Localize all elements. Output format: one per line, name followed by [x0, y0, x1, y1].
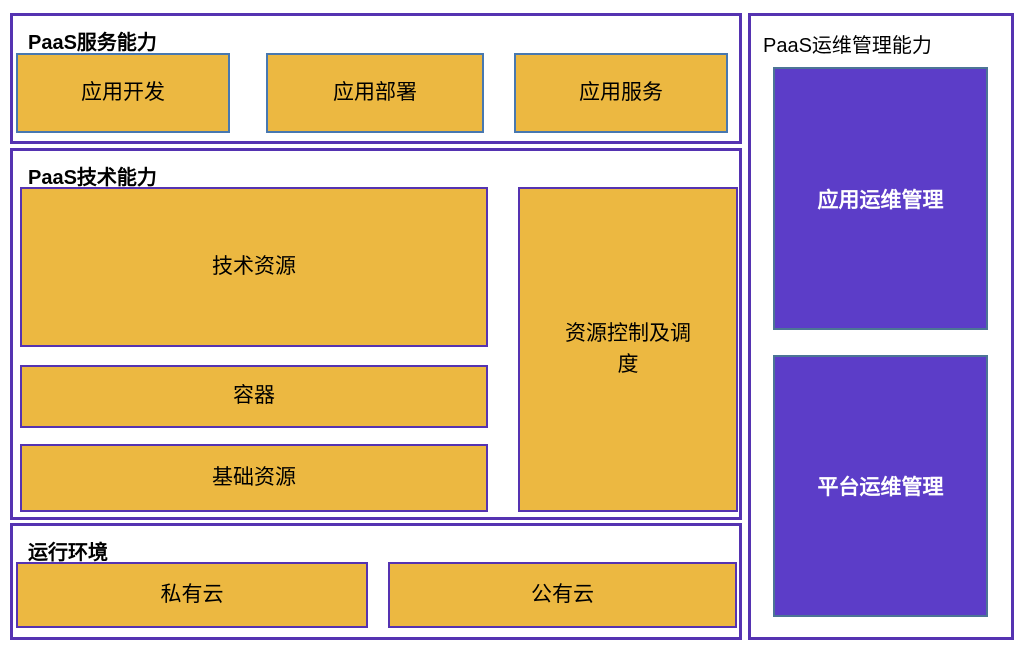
section-title-paas-ops: PaaS运维管理能力 — [763, 35, 932, 57]
box-container: 容器 — [20, 365, 488, 428]
section-title-paas-services: PaaS服务能力 — [28, 32, 157, 54]
box-tech-resources-label: 技术资源 — [212, 254, 296, 278]
box-basic-resources-label: 基础资源 — [212, 465, 296, 489]
box-basic-resources: 基础资源 — [20, 444, 488, 512]
box-tech-resources: 技术资源 — [20, 187, 488, 347]
box-platform-ops-management-label: 平台运维管理 — [817, 476, 944, 499]
box-public-cloud: 公有云 — [388, 562, 737, 628]
box-app-deployment-label: 应用部署 — [333, 80, 417, 104]
box-private-cloud-label: 私有云 — [160, 582, 224, 606]
box-platform-ops-management: 平台运维管理 — [773, 355, 988, 617]
box-app-ops-management: 应用运维管理 — [773, 67, 988, 330]
box-private-cloud: 私有云 — [16, 562, 368, 628]
box-app-development-label: 应用开发 — [81, 80, 165, 104]
section-paas-tech: PaaS技术能力 技术资源 容器 基础资源 资源控制及调度 — [10, 148, 742, 520]
section-paas-services: PaaS服务能力 应用开发 应用部署 应用服务 — [10, 13, 742, 144]
section-paas-ops: PaaS运维管理能力 应用运维管理 平台运维管理 — [748, 13, 1014, 640]
section-title-paas-tech: PaaS技术能力 — [28, 167, 157, 189]
box-app-service-label: 应用服务 — [579, 80, 663, 104]
box-resource-control-scheduling: 资源控制及调度 — [518, 187, 738, 512]
box-app-service: 应用服务 — [514, 53, 728, 133]
box-app-deployment: 应用部署 — [266, 53, 484, 133]
box-app-ops-management-label: 应用运维管理 — [817, 188, 944, 212]
box-resource-control-scheduling-label: 资源控制及调度 — [565, 322, 691, 376]
box-container-label: 容器 — [233, 384, 275, 408]
section-runtime-env: 运行环境 私有云 公有云 — [10, 523, 742, 640]
box-public-cloud-label: 公有云 — [531, 582, 594, 606]
section-title-runtime-env: 运行环境 — [28, 542, 108, 564]
box-app-development: 应用开发 — [16, 53, 230, 133]
